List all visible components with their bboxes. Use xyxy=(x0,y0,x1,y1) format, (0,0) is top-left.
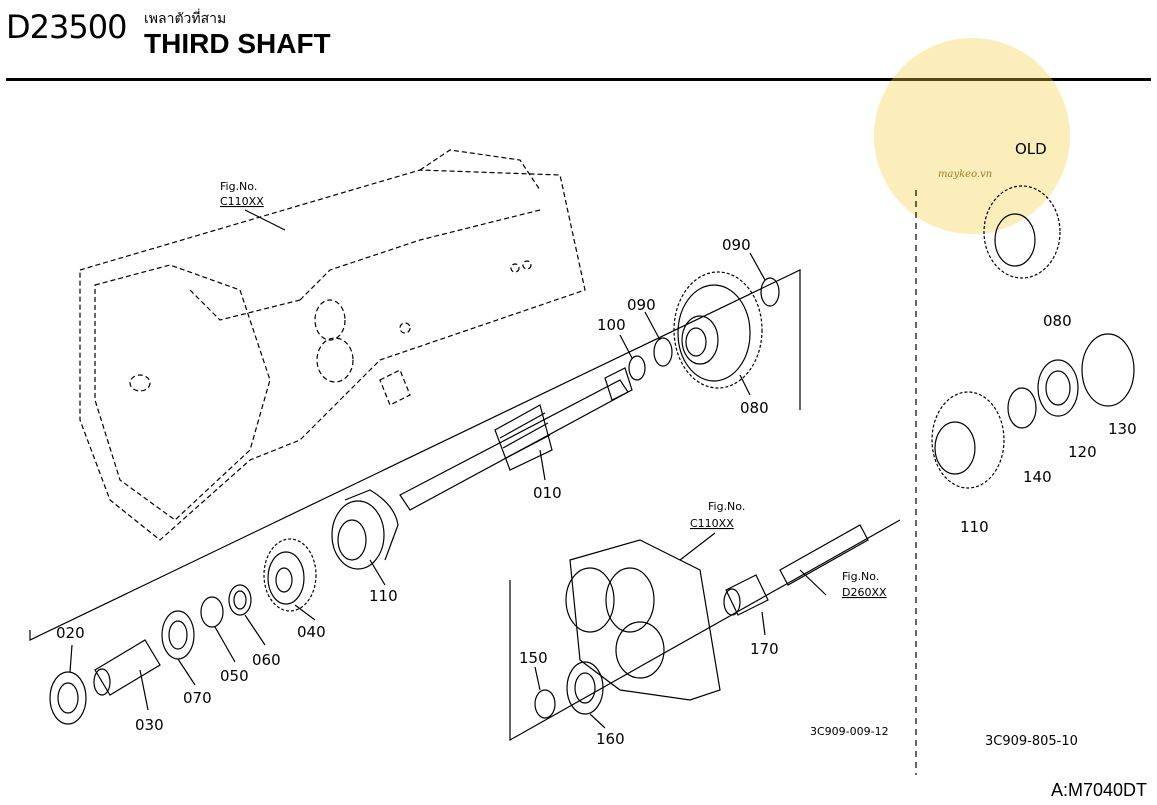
part-110-hub xyxy=(331,489,399,570)
figref-housing-line1: Fig.No. xyxy=(708,500,745,513)
drawing-code-main: 3C909-009-12 xyxy=(810,725,889,738)
label-090-a: 090 xyxy=(722,236,751,254)
part-070-bearing xyxy=(161,610,195,660)
old-label-110: 110 xyxy=(960,518,989,536)
housing-frame xyxy=(509,519,901,742)
old-label-080: 080 xyxy=(1043,312,1072,330)
part-150-washer xyxy=(534,689,556,719)
figref-main-line1: Fig.No. xyxy=(220,180,257,193)
old-part-120-bearing xyxy=(1037,359,1079,417)
model-code: A:M7040DT xyxy=(1050,780,1147,800)
old-part-080-gear xyxy=(983,185,1061,279)
main-frame xyxy=(29,269,801,641)
figref-housing-line2: C110XX xyxy=(690,517,734,530)
part-100-snap-ring xyxy=(628,355,646,381)
label-010: 010 xyxy=(533,484,562,502)
transmission-case xyxy=(79,149,586,541)
figref-main-line2: C110XX xyxy=(220,195,264,208)
part-040-gear xyxy=(263,538,317,612)
old-label: OLD xyxy=(1015,140,1047,158)
part-090-needle-bearing-a xyxy=(760,277,780,307)
part-170-sleeve xyxy=(725,574,769,616)
label-080: 080 xyxy=(740,399,769,417)
watermark-logo xyxy=(874,38,1070,234)
old-part-110-gear xyxy=(931,391,1005,489)
page-title: THIRD SHAFT xyxy=(144,28,331,59)
label-170: 170 xyxy=(750,640,779,658)
part-160-bearing xyxy=(566,661,604,715)
bearing-housing xyxy=(565,539,721,701)
part-030-sleeve xyxy=(94,639,161,696)
page-title-thai: เพลาตัวที่สาม xyxy=(144,11,227,27)
label-160: 160 xyxy=(596,730,625,748)
header-divider xyxy=(6,78,1151,81)
part-090-needle-bearing-b xyxy=(653,337,673,367)
shaft-reference xyxy=(779,524,869,586)
label-150: 150 xyxy=(519,649,548,667)
label-090-b: 090 xyxy=(627,296,656,314)
figref-shaft-line2: D260XX xyxy=(842,586,887,599)
part-050-snap-ring xyxy=(200,596,224,628)
part-060-seal xyxy=(228,584,252,616)
old-part-140-needle-bearing xyxy=(1007,387,1037,429)
part-020-bearing xyxy=(49,671,87,725)
label-020: 020 xyxy=(56,624,85,642)
old-label-130: 130 xyxy=(1108,420,1137,438)
label-110: 110 xyxy=(369,587,398,605)
label-030: 030 xyxy=(135,716,164,734)
page-code: D23500 xyxy=(6,8,127,46)
figref-shaft-line1: Fig.No. xyxy=(842,570,879,583)
label-070: 070 xyxy=(183,689,212,707)
label-050: 050 xyxy=(220,667,249,685)
old-part-130-snap-ring xyxy=(1081,333,1135,407)
part-080-gear xyxy=(673,271,763,389)
part-010-shaft xyxy=(399,367,633,511)
label-040: 040 xyxy=(297,623,326,641)
label-060: 060 xyxy=(252,651,281,669)
drawing-code-old: 3C909-805-10 xyxy=(985,734,1078,749)
watermark-text: maykeo.vn xyxy=(938,169,992,180)
old-label-120: 120 xyxy=(1068,443,1097,461)
old-label-140: 140 xyxy=(1023,468,1052,486)
label-100: 100 xyxy=(597,316,626,334)
